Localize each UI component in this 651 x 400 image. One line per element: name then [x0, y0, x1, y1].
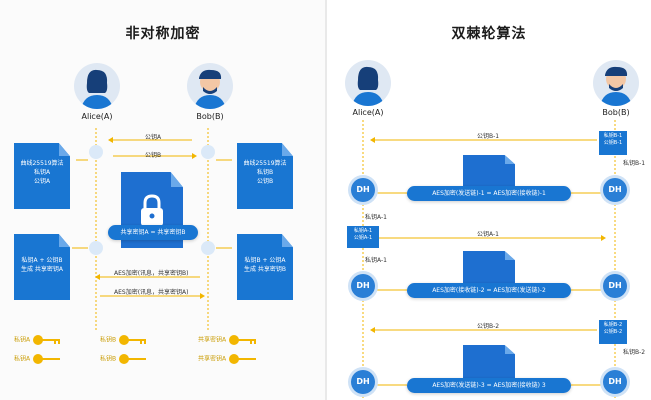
alice-card-1: 私钥A-1 公钥A-1 — [347, 226, 379, 248]
doc-line: 曲线25519算法 — [243, 160, 287, 167]
key-icon — [33, 335, 61, 345]
alice-avatar — [345, 60, 391, 106]
lock-icon — [201, 145, 215, 159]
key-legend-2: 私钥B — [100, 334, 148, 346]
doc-alice-shared: 私钥A + 公钥B 生成 共享密钥A — [14, 234, 70, 300]
card-line: 公钥A-1 — [353, 235, 373, 241]
key-icon — [229, 354, 257, 364]
key-legend-4: 私钥A — [14, 353, 62, 365]
doc-line: 私钥B + 公钥A — [244, 257, 286, 264]
lock-icon — [201, 241, 215, 255]
label-pub-a: 公钥A — [145, 134, 162, 141]
key-legend-3: 共享密钥A — [198, 334, 258, 346]
label-pub-a1: 公钥A-1 — [477, 231, 499, 238]
lock-icon — [89, 241, 103, 255]
alice-label: Alice(A) — [81, 112, 113, 121]
doc-line: 公钥A — [33, 178, 51, 185]
chain-equation-2: AES加密(接收链)-2 = AES加密(发送链)-2 — [407, 283, 571, 298]
double-ratchet-panel: 双棘轮算法 Alice(A) Bob(B) — [327, 0, 651, 400]
dh-node-bob-1: DH — [603, 178, 627, 202]
card-line: 公钥B-1 — [603, 140, 623, 146]
doc-line: 私钥A + 公钥B — [21, 257, 63, 264]
card-line: 私钥B-2 — [603, 322, 623, 328]
key-legend-label: 私钥B — [100, 355, 117, 363]
asymmetric-connectors — [72, 128, 232, 330]
key-legend-label: 私钥A — [14, 336, 31, 344]
ratchet-connectors — [362, 120, 616, 400]
key-legend-6: 共享密钥A — [198, 353, 258, 365]
key-legend-label: 私钥A — [14, 355, 31, 363]
shared-key-equation: 共享密钥A = 共享密钥B — [108, 225, 198, 240]
bob-label: Bob(B) — [196, 112, 224, 121]
dh-node-alice-2: DH — [351, 274, 375, 298]
card-line: 公钥B-2 — [603, 329, 623, 335]
label-pub-b2: 公钥B-2 — [477, 323, 500, 330]
label-priv-a1b: 私钥A-1 — [365, 257, 387, 264]
doc-line: 私钥B — [256, 169, 274, 176]
card-line: 私钥B-1 — [603, 133, 623, 139]
card-line: 私钥A-1 — [353, 228, 373, 234]
label-pub-b: 公钥B — [145, 152, 162, 159]
doc-line: 生成 共享密钥B — [243, 266, 287, 273]
key-legend-label: 共享密钥A — [198, 336, 227, 344]
lock-icon — [89, 145, 103, 159]
key-legend-5: 私钥B — [100, 353, 148, 365]
asymmetric-panel: 非对称加密 Alice(A) Bob(B) — [14, 26, 293, 365]
label-aes-decrypt: AES加密(讯息，共享密钥A) — [114, 289, 189, 296]
key-icon — [33, 354, 61, 364]
dh-node-bob-2: DH — [603, 274, 627, 298]
dh-node-alice-3: DH — [351, 370, 375, 394]
label-aes-encrypt: AES加密(讯息，共享密钥B) — [114, 270, 189, 277]
label-pub-b1: 公钥B-1 — [477, 133, 500, 140]
doc-bob-shared: 私钥B + 公钥A 生成 共享密钥B — [237, 234, 293, 300]
label-priv-a1: 私钥A-1 — [365, 214, 387, 221]
dh-node-bob-3: DH — [603, 370, 627, 394]
dh-node-alice-1: DH — [351, 178, 375, 202]
bob-avatar — [187, 63, 233, 109]
panel-divider — [325, 0, 327, 400]
chain-equation-3: AES加密(发送链)-3 = AES加密(接收链) 3 — [407, 378, 571, 393]
bob-card-1: 私钥B-1 公钥B-1 — [599, 131, 627, 155]
key-legend-1: 私钥A — [14, 334, 62, 346]
alice-avatar — [74, 63, 120, 109]
label-priv-b1: 私钥B-1 — [623, 160, 646, 167]
key-icon — [119, 354, 147, 364]
key-legend-label: 私钥B — [100, 336, 117, 344]
doc-line: 生成 共享密钥A — [20, 266, 63, 273]
chain-equation-1: AES加密(发送链)-1 = AES加密(接收链)-1 — [407, 186, 571, 201]
panel-title: 双棘轮算法 — [451, 26, 527, 42]
panel-title: 非对称加密 — [125, 26, 201, 42]
key-icon — [119, 335, 147, 345]
label-priv-b2: 私钥B-2 — [623, 349, 646, 356]
key-legend-label: 共享密钥A — [198, 355, 227, 363]
doc-alice-keys: 曲线25519算法 私钥A 公钥A — [14, 143, 70, 209]
bob-label: Bob(B) — [602, 108, 630, 117]
doc-line: 公钥B — [256, 178, 274, 185]
alice-label: Alice(A) — [352, 108, 384, 117]
doc-bob-keys: 曲线25519算法 私钥B 公钥B — [237, 143, 293, 209]
lock-icon — [141, 194, 163, 226]
key-icon — [229, 335, 257, 345]
doc-line: 曲线25519算法 — [20, 160, 64, 167]
doc-line: 私钥A — [33, 169, 51, 176]
bob-card-2: 私钥B-2 公钥B-2 — [599, 320, 627, 344]
bob-avatar — [593, 60, 639, 106]
